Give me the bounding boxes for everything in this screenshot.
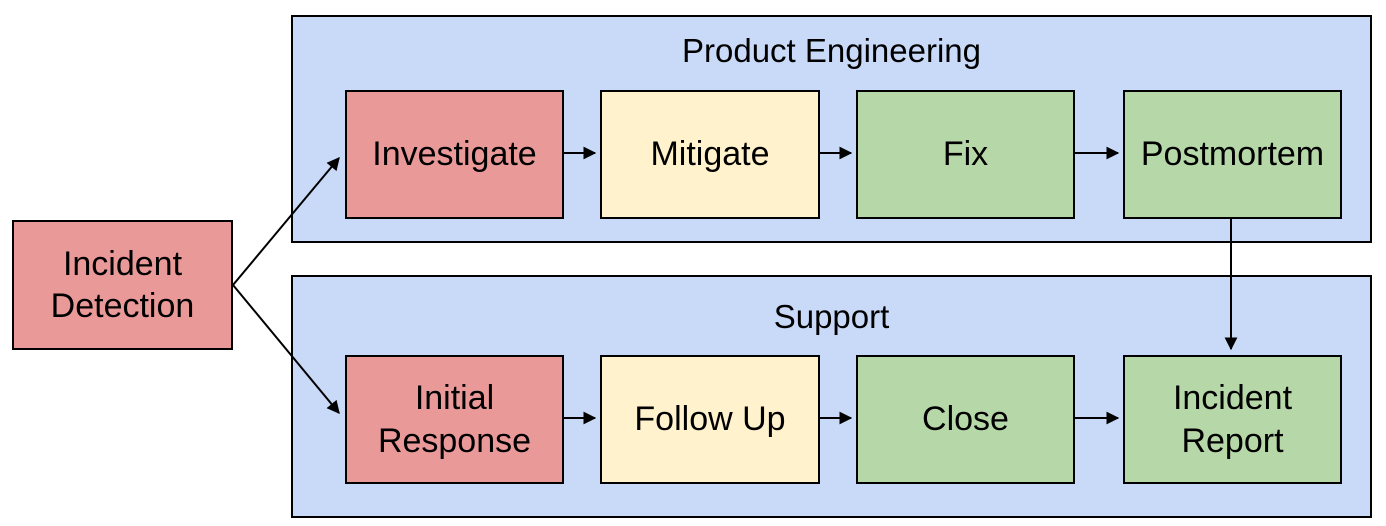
node-close-label: Close [922,400,1009,439]
node-incident-detection: Incident Detection [12,220,233,350]
lane-product-engineering: Product Engineering Investigate Mitigate… [291,15,1372,243]
node-mitigate: Mitigate [600,90,820,219]
node-incident-report-label: Incident Report [1172,379,1293,460]
lane-support: Support Initial Response Follow Up Close… [291,275,1372,518]
node-initial-response-label: Initial Response [377,379,532,460]
node-fix: Fix [856,90,1075,219]
node-investigate: Investigate [345,90,564,219]
node-fix-label: Fix [942,135,989,174]
lane-support-title: Support [773,298,890,335]
node-postmortem: Postmortem [1123,90,1342,219]
lane-product-engineering-title: Product Engineering [681,32,982,69]
node-incident-detection-label: Incident Detection [50,244,195,326]
node-mitigate-label: Mitigate [650,135,770,174]
node-follow-up-label: Follow Up [634,400,786,439]
node-investigate-label: Investigate [372,135,537,174]
node-postmortem-label: Postmortem [1140,135,1325,174]
node-close: Close [856,355,1075,484]
node-incident-report: Incident Report [1123,355,1342,484]
node-initial-response: Initial Response [345,355,564,484]
node-follow-up: Follow Up [600,355,820,484]
